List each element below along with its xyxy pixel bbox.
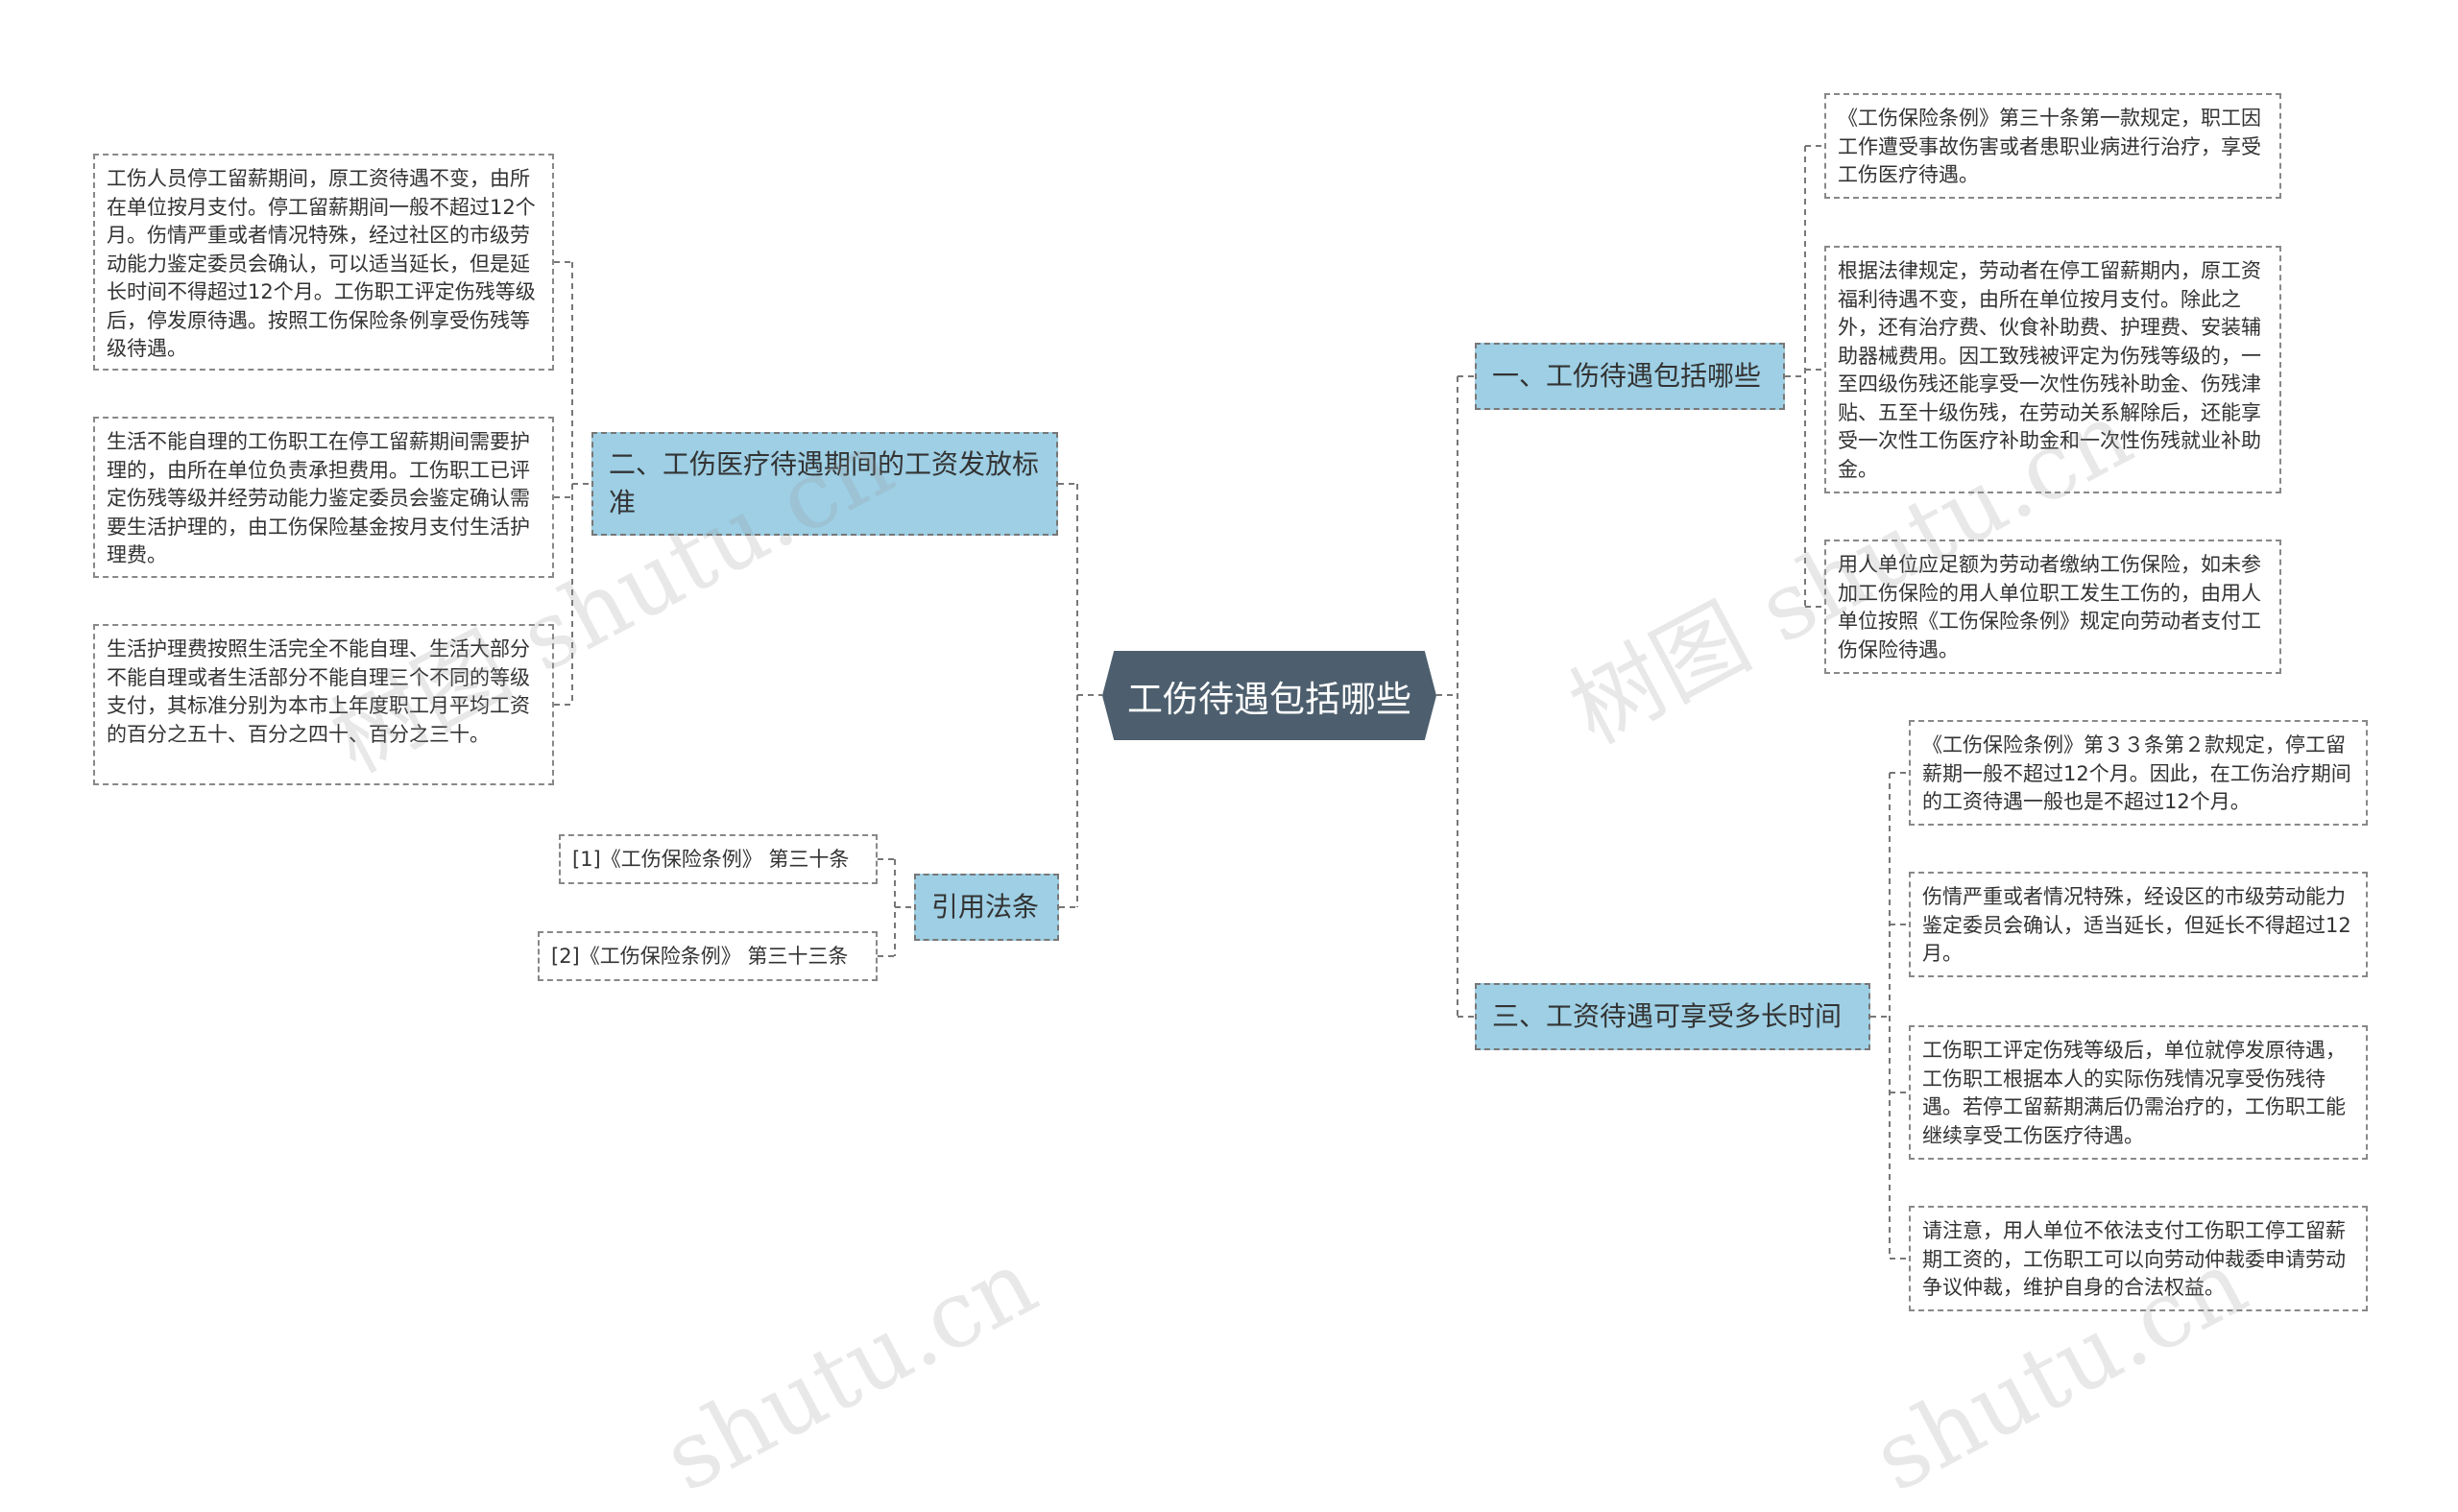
root-node[interactable]: 工伤待遇包括哪些: [1102, 651, 1436, 740]
leaf-b2-1[interactable]: 工伤人员停工留薪期间，原工资待遇不变，由所在单位按月支付。停工留薪期间一般不超过…: [93, 154, 554, 371]
leaf-b3-3[interactable]: 工伤职工评定伤残等级后，单位就停发原待遇，工伤职工根据本人的实际伤残情况享受伤残…: [1909, 1025, 2368, 1160]
leaf-b1-2[interactable]: 根据法律规定，劳动者在停工留薪期内，原工资福利待遇不变，由所在单位按月支付。除此…: [1824, 246, 2281, 493]
leaf-b3-1[interactable]: 《工伤保险条例》第３３条第２款规定，停工留薪期一般不超过12个月。因此，在工伤治…: [1909, 720, 2368, 826]
leaf-b2-2[interactable]: 生活不能自理的工伤职工在停工留薪期间需要护理的，由所在单位负责承担费用。工伤职工…: [93, 417, 554, 578]
leaf-b1-3[interactable]: 用人单位应足额为劳动者缴纳工伤保险，如未参加工伤保险的用人单位职工发生工伤的，由…: [1824, 540, 2281, 674]
branch-injury-benefits[interactable]: 一、工伤待遇包括哪些: [1475, 343, 1785, 410]
branch-medical-period-salary[interactable]: 二、工伤医疗待遇期间的工资发放标准: [591, 432, 1058, 536]
leaf-b3-2[interactable]: 伤情严重或者情况特殊，经设区的市级劳动能力鉴定委员会确认，适当延长，但延长不得超…: [1909, 872, 2368, 977]
mind-map-canvas: 工伤待遇包括哪些 一、工伤待遇包括哪些 二、工伤医疗待遇期间的工资发放标准 三、…: [93, 93, 2368, 1512]
ref-law-30[interactable]: [1]《工伤保险条例》 第三十条: [559, 834, 878, 884]
ref-law-33[interactable]: [2]《工伤保险条例》 第三十三条: [538, 931, 878, 981]
branch-cited-laws[interactable]: 引用法条: [914, 874, 1059, 941]
connector-lines: [554, 145, 1909, 1260]
leaf-b3-4[interactable]: 请注意，用人单位不依法支付工伤职工停工留薪期工资的，工伤职工可以向劳动仲裁委申请…: [1909, 1206, 2368, 1311]
leaf-b2-3[interactable]: 生活护理费按照生活完全不能自理、生活大部分不能自理或者生活部分不能自理三个不同的…: [93, 624, 554, 785]
leaf-b1-1[interactable]: 《工伤保险条例》第三十条第一款规定，职工因工作遭受事故伤害或者患职业病进行治疗，…: [1824, 93, 2281, 199]
branch-salary-duration[interactable]: 三、工资待遇可享受多长时间: [1475, 983, 1870, 1050]
